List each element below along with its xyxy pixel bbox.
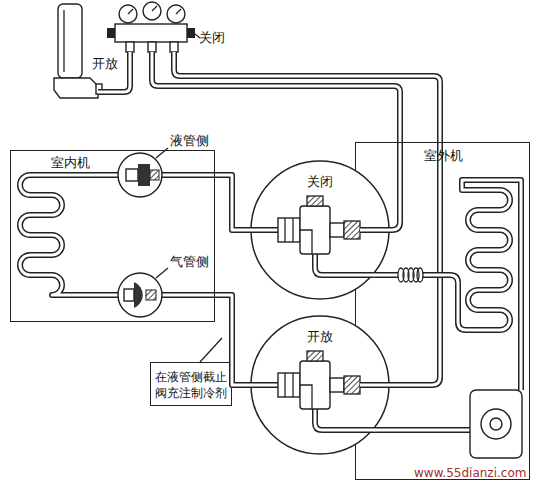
watermark: www.55dianzi.com xyxy=(414,466,526,481)
gauge-needle xyxy=(176,9,181,14)
nut-thread xyxy=(146,290,156,300)
part-name: 液管侧 xyxy=(170,133,209,148)
flare-nut xyxy=(134,282,143,308)
gauge-dial xyxy=(143,2,161,20)
hose-inner xyxy=(174,52,440,360)
indoor-unit: 室内机 xyxy=(10,150,215,322)
manifold-knob xyxy=(107,28,115,38)
refrigerant-cylinder xyxy=(54,4,102,98)
pipe-outline xyxy=(215,295,250,385)
pipe-inner xyxy=(215,295,250,385)
outdoor-piping xyxy=(374,180,522,458)
hose-fitting xyxy=(148,42,156,52)
node-text: 室内机 xyxy=(51,155,90,170)
hose-inner xyxy=(360,358,440,385)
manifold-gauge xyxy=(107,2,200,52)
leader-line xyxy=(156,268,168,278)
coil-inner xyxy=(20,175,118,295)
charging-hose xyxy=(98,52,440,360)
gauge-needle xyxy=(128,9,133,14)
detail-circle xyxy=(118,153,162,197)
hose-outline xyxy=(360,358,440,385)
flare-nut xyxy=(138,164,150,186)
gauge-dial xyxy=(119,5,137,23)
cylinder-valve xyxy=(54,78,98,98)
hose-fitting xyxy=(170,42,178,52)
gauge-needle xyxy=(152,6,157,11)
gauge-dial xyxy=(167,5,185,23)
refrigerant-pipe xyxy=(215,175,250,230)
compressor-motor xyxy=(481,409,511,439)
valve-state: 开放 xyxy=(92,56,118,71)
cylinder-body xyxy=(58,4,82,78)
pipe-inner xyxy=(215,175,250,230)
flare-joint xyxy=(118,268,168,317)
pipe-inner xyxy=(162,175,216,295)
flare-end xyxy=(126,169,138,181)
compressor-shaft xyxy=(490,418,502,430)
part-name: 气管侧 xyxy=(170,254,209,269)
flare-joint xyxy=(118,148,168,197)
node-text: 在液管侧截止阀充注制冷剂 xyxy=(154,369,228,401)
pipe-inner xyxy=(374,429,471,432)
leader-line xyxy=(200,338,222,362)
stop-valve xyxy=(250,196,375,275)
pipe-outline xyxy=(162,175,215,295)
coil-outline xyxy=(20,175,118,295)
coil-outline xyxy=(462,180,521,390)
hose-fitting xyxy=(126,42,134,52)
nut-thread xyxy=(150,170,159,180)
stop-valve xyxy=(250,351,375,430)
valve-state: 关闭 xyxy=(199,30,225,45)
node-text: 关闭 xyxy=(250,174,390,189)
compressor xyxy=(470,390,522,458)
note-box: 在液管侧截止阀充注制冷剂 xyxy=(150,362,232,406)
coil-inner xyxy=(462,180,521,390)
pipe-outline xyxy=(215,175,250,230)
outdoor-unit: 室外机 xyxy=(355,142,530,480)
manifold-body xyxy=(115,24,187,42)
cylinder-highlight xyxy=(63,10,64,72)
node-text: 开放 xyxy=(250,329,390,344)
detail-circle xyxy=(118,273,162,317)
flare-end xyxy=(124,289,134,301)
manifold-knob xyxy=(187,28,195,38)
node-text: 室外机 xyxy=(424,148,463,163)
refrigerant-pipe xyxy=(215,295,250,385)
indoor-coil xyxy=(20,175,216,295)
hose-outline xyxy=(174,52,440,360)
capillary-coil xyxy=(417,268,423,282)
pipe-inner xyxy=(374,275,466,330)
hose-outline xyxy=(360,198,400,230)
hose-inner xyxy=(360,198,400,230)
pipe-outline xyxy=(374,275,466,330)
pipe-outline xyxy=(374,427,470,433)
